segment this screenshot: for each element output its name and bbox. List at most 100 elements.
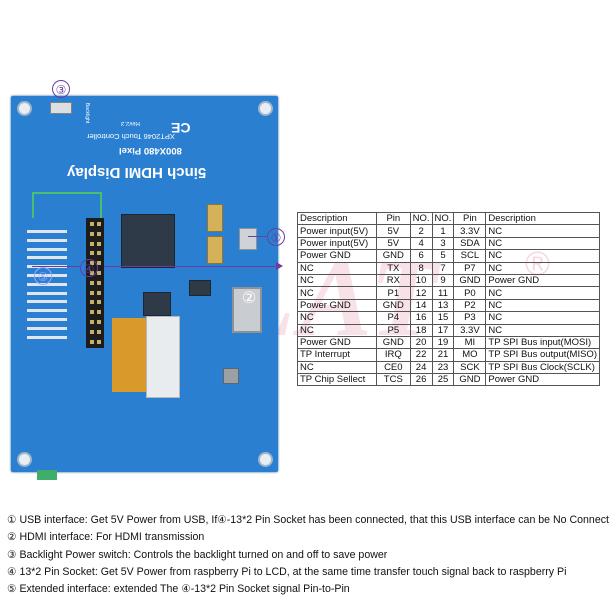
- extension-pin: [27, 247, 67, 251]
- table-cell: 12: [409, 286, 433, 300]
- table-cell: RX: [375, 273, 411, 288]
- notes: ① USB interface: Get 5V Power from USB, …: [7, 512, 609, 598]
- header-pin: Pin: [453, 211, 487, 226]
- table-cell: Power input(5V): [297, 224, 377, 238]
- marker-3: ③: [52, 80, 70, 98]
- green-connector: [37, 470, 57, 480]
- header-pin: [97, 261, 101, 266]
- table-cell: 21: [431, 348, 455, 362]
- note-pin-socket: ④ 13*2 Pin Socket: Get 5V Power from ras…: [7, 565, 567, 578]
- table-cell: 17: [431, 323, 455, 337]
- component: [223, 368, 239, 384]
- header-pin: [97, 251, 101, 256]
- small-chip: [189, 280, 211, 296]
- table-cell: NC: [485, 286, 600, 300]
- board-title: 5inch HDMI Display: [67, 164, 207, 181]
- marker-2: ②: [241, 288, 257, 307]
- table-cell: CE0: [375, 360, 411, 375]
- marker-1: ①: [267, 228, 285, 246]
- table-cell: 9: [431, 273, 455, 288]
- table-cell: NC: [485, 249, 600, 263]
- extension-pin: [27, 309, 67, 313]
- table-cell: TX: [375, 261, 411, 275]
- header-pin: [97, 320, 101, 324]
- table-cell: 5V: [375, 236, 411, 251]
- table-cell: SCL: [453, 249, 487, 263]
- table-cell: 25: [431, 373, 455, 387]
- usb-port: [239, 228, 257, 250]
- table-cell: 24: [409, 360, 433, 375]
- extension-pin: [27, 230, 67, 233]
- table-cell: Power input(5V): [297, 236, 377, 251]
- note-hdmi: ② HDMI interface: For HDMI transmission: [7, 531, 205, 544]
- extension-pin: [27, 326, 67, 330]
- ce-mark: CE: [171, 120, 191, 136]
- table-cell: P1: [375, 286, 411, 300]
- capacitor: [207, 236, 223, 264]
- header-no: NO.: [409, 211, 433, 226]
- table-cell: 5V: [375, 224, 411, 238]
- table-cell: Power GND: [485, 373, 600, 387]
- header-pin: [90, 339, 94, 344]
- table-cell: GND: [375, 335, 411, 350]
- header-pin: [97, 222, 101, 226]
- marker-4: ④: [80, 259, 98, 277]
- fpc-connector: [146, 316, 180, 398]
- board-resolution: 800X480 Pixel: [119, 145, 182, 156]
- header-pin: [90, 222, 94, 226]
- capacitor: [207, 204, 223, 232]
- table-cell: 5: [431, 249, 455, 263]
- table-cell: 15: [431, 311, 455, 325]
- switch-label: Backlight: [84, 102, 91, 124]
- header-pin: [90, 320, 94, 324]
- mounting-hole: [17, 101, 32, 116]
- table-cell: NC: [297, 286, 377, 300]
- header-pin: [90, 310, 94, 315]
- header-pin: [90, 241, 94, 246]
- table-cell: TP Chip Sellect: [297, 373, 377, 387]
- table-cell: P4: [375, 311, 411, 325]
- arrow-head: [276, 262, 283, 270]
- extension-pin: [27, 238, 67, 242]
- green-outline: [32, 192, 102, 218]
- pin-table-header: Description Pin NO. NO. Pin Description: [297, 211, 600, 226]
- header-pin: [97, 339, 101, 344]
- table-cell: TP SPI Bus input(MOSI): [485, 335, 600, 350]
- header-pin: [97, 329, 101, 334]
- note-extended: ⑤ Extended interface: extended The ④-13*…: [7, 583, 350, 596]
- table-cell: 22: [409, 348, 433, 362]
- table-cell: GND: [453, 373, 487, 387]
- table-cell: IRQ: [375, 348, 411, 362]
- header-pin: [90, 329, 94, 334]
- table-cell: 19: [431, 335, 455, 350]
- table-cell: GND: [375, 249, 411, 263]
- table-cell: 11: [431, 286, 455, 300]
- annotation-line: [104, 266, 280, 267]
- table-cell: 2: [409, 224, 433, 238]
- annotation-line: [248, 236, 266, 237]
- extension-pin: [27, 335, 67, 339]
- header-pin: [97, 241, 101, 246]
- table-cell: Power GND: [297, 298, 377, 313]
- table-cell: 7: [431, 261, 455, 275]
- header-description: Description: [485, 211, 600, 226]
- header-pin: [90, 290, 94, 295]
- table-cell: Power GND: [485, 273, 600, 288]
- table-cell: 13: [431, 298, 455, 313]
- header-pin: [97, 290, 101, 295]
- extension-interface: [25, 223, 65, 353]
- header-pin: Pin: [375, 211, 411, 226]
- table-cell: 26: [409, 373, 433, 387]
- note-usb: ① USB interface: Get 5V Power from USB, …: [7, 514, 609, 526]
- header-pin: [97, 310, 101, 315]
- table-cell: NC: [485, 224, 600, 238]
- header-pin: [97, 300, 101, 305]
- table-cell: P2: [453, 298, 487, 313]
